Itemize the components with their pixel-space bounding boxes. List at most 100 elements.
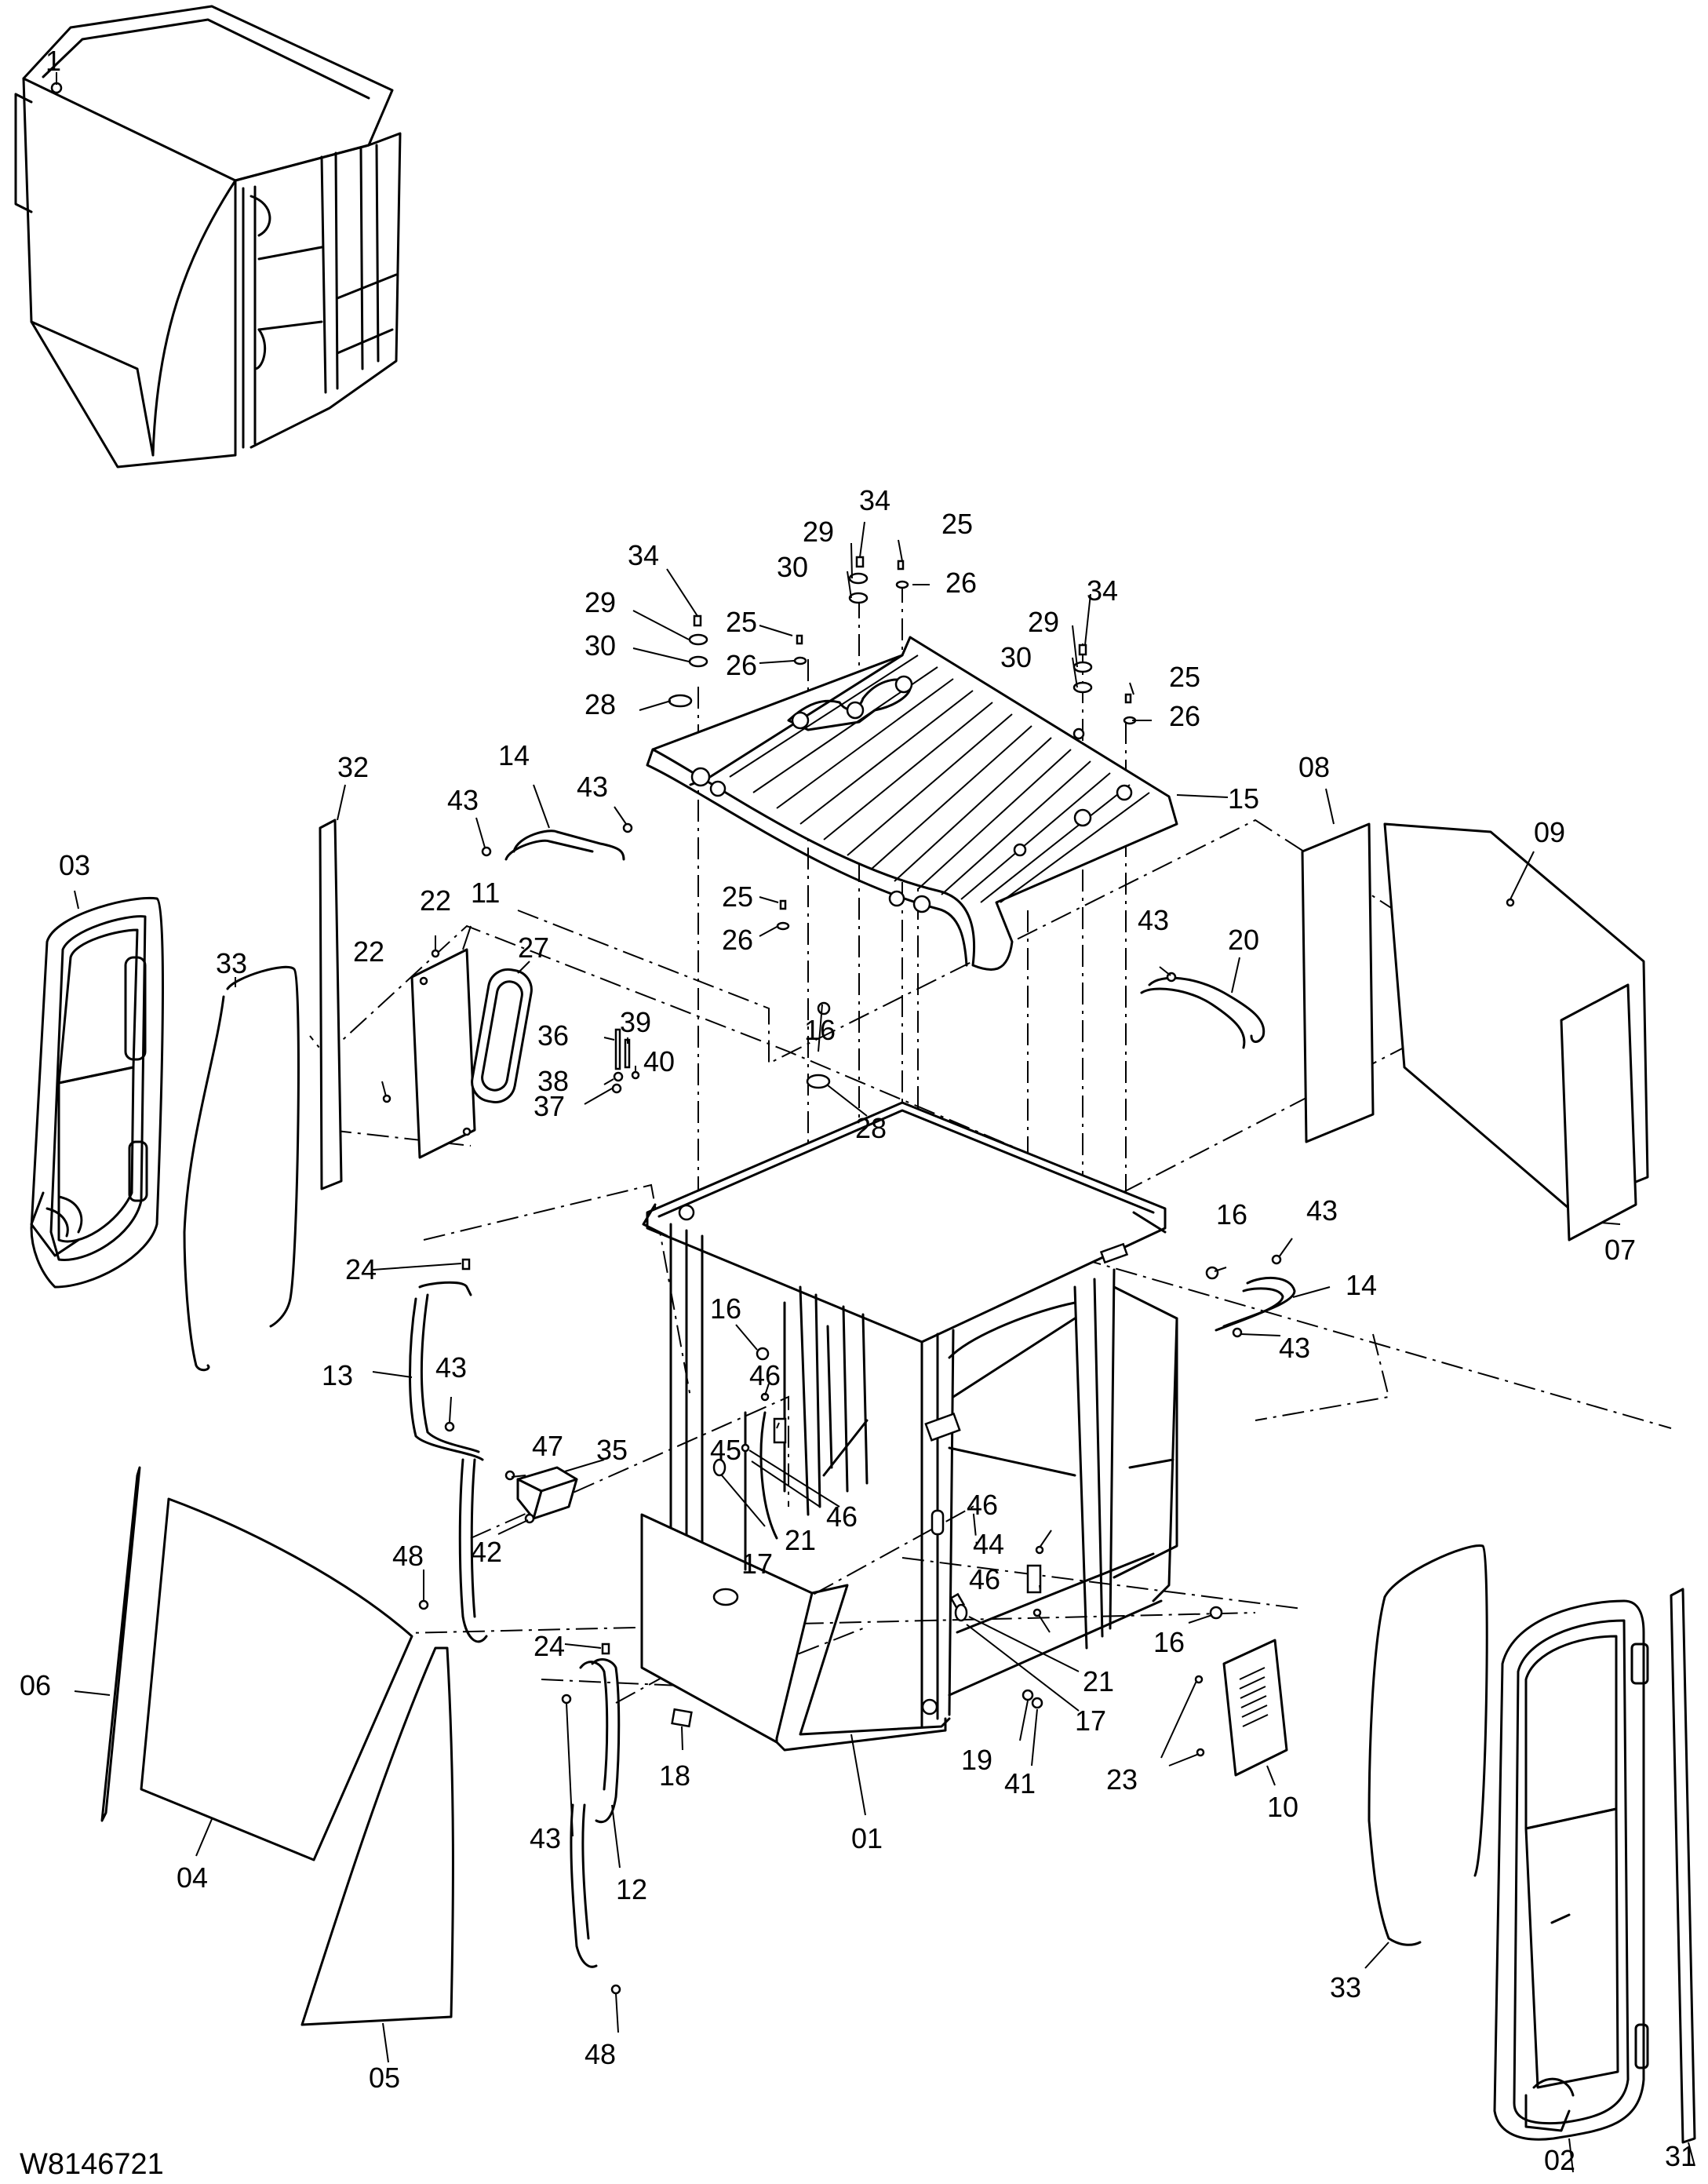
- callout-07: 07: [1604, 1234, 1636, 1266]
- callout-31: 31: [1665, 2140, 1696, 2172]
- callout-36: 36: [537, 1019, 569, 1052]
- callout-01: 01: [851, 1822, 883, 1854]
- callout-48a: 48: [392, 1540, 424, 1572]
- roof-panel-15: [646, 636, 1229, 971]
- callout-15: 15: [1228, 782, 1259, 815]
- door-seal-33-left: [183, 965, 300, 1372]
- callout-38: 38: [537, 1065, 569, 1097]
- callout-42: 42: [471, 1536, 502, 1568]
- callout-17a: 17: [741, 1548, 773, 1580]
- callout-29b: 29: [803, 516, 834, 548]
- callout-25d: 25: [722, 881, 753, 913]
- callout-18: 18: [659, 1759, 690, 1792]
- hardware-items: [382, 556, 1282, 1995]
- callout-29c: 29: [1028, 606, 1059, 638]
- callout-19: 19: [961, 1744, 992, 1776]
- callout-1: 1: [46, 45, 61, 77]
- callout-11: 11: [471, 877, 500, 909]
- callout-47: 47: [532, 1430, 563, 1462]
- callout-30b: 30: [777, 551, 808, 583]
- callout-43b: 43: [577, 771, 608, 803]
- callout-26c: 26: [1169, 700, 1200, 732]
- callout-46d: 46: [969, 1563, 1000, 1595]
- callout-39: 39: [620, 1006, 651, 1038]
- callout-46a: 46: [749, 1359, 781, 1391]
- callout-34c: 34: [1087, 574, 1118, 607]
- callout-24a: 24: [345, 1253, 377, 1285]
- callout-21b: 21: [1083, 1665, 1114, 1697]
- glass-05: [300, 1646, 454, 2063]
- callout-16b: 16: [710, 1293, 741, 1325]
- drawing-number: W8146721: [20, 2148, 164, 2181]
- callout-29a: 29: [585, 586, 616, 618]
- cab-inset-illustration: 1: [14, 5, 402, 469]
- cab-frame-01: [640, 1101, 1178, 1816]
- callout-32: 32: [337, 751, 369, 783]
- callout-25c: 25: [1169, 661, 1200, 693]
- seal-strip-32: [319, 784, 346, 1190]
- glass-04: [140, 1497, 413, 1861]
- callout-16a: 16: [804, 1014, 836, 1046]
- callout-27: 27: [518, 932, 549, 964]
- callout-30a: 30: [585, 629, 616, 662]
- handrail-14-upper: [504, 784, 625, 861]
- callout-02: 02: [1544, 2144, 1575, 2176]
- callout-12: 12: [616, 1873, 647, 1905]
- callout-22b: 22: [353, 935, 384, 968]
- callout-43d: 43: [1306, 1194, 1338, 1227]
- callout-35: 35: [596, 1434, 628, 1466]
- callout-40: 40: [643, 1045, 675, 1077]
- callout-23: 23: [1106, 1763, 1138, 1796]
- door-02: [1493, 1599, 1649, 2173]
- callout-44: 44: [973, 1528, 1004, 1560]
- glass-07: [1560, 983, 1637, 1241]
- seal-strip-31: [1670, 1588, 1696, 2167]
- callout-26a: 26: [945, 567, 977, 599]
- callout-21a: 21: [785, 1524, 816, 1556]
- door-seal-33-right: [1364, 1544, 1488, 1969]
- handrail-14-lower: [1215, 1276, 1331, 1332]
- callout-34b: 34: [859, 484, 890, 516]
- callout-05: 05: [369, 2062, 400, 2094]
- callout-45: 45: [710, 1434, 741, 1466]
- callout-14b: 14: [1346, 1269, 1377, 1301]
- callout-33b: 33: [1330, 1971, 1361, 2004]
- callout-14a: 14: [498, 739, 530, 771]
- box-35: [516, 1459, 605, 1520]
- callout-43a: 43: [447, 784, 479, 816]
- door-03: [30, 890, 164, 1289]
- callout-43e: 43: [1279, 1332, 1310, 1364]
- callout-labels: 01 02 03 04 05 06 07 08 09 10 11 12 13 1…: [20, 484, 1696, 2176]
- callout-43f: 43: [435, 1351, 467, 1384]
- callout-24b: 24: [534, 1630, 565, 1662]
- callout-03: 03: [59, 849, 90, 881]
- callout-16c: 16: [1216, 1198, 1247, 1231]
- callout-17b: 17: [1075, 1705, 1106, 1737]
- glass-08: [1301, 788, 1375, 1143]
- callout-04: 04: [177, 1861, 208, 1894]
- callout-43c: 43: [1138, 904, 1169, 936]
- callout-16d: 16: [1153, 1626, 1185, 1658]
- vent-cover-10: [1222, 1639, 1288, 1786]
- plate-11: [410, 925, 476, 1159]
- callout-37: 37: [534, 1090, 565, 1122]
- callout-26b: 26: [726, 649, 757, 681]
- callout-34a: 34: [628, 539, 659, 571]
- callout-48b: 48: [585, 2038, 616, 2070]
- glass-06: [74, 1466, 141, 1822]
- callout-10: 10: [1267, 1791, 1298, 1823]
- callout-28a: 28: [585, 688, 616, 720]
- callout-13: 13: [322, 1359, 353, 1391]
- callout-28b: 28: [855, 1112, 887, 1144]
- callout-26d: 26: [722, 924, 753, 956]
- callout-22a: 22: [420, 884, 451, 917]
- callout-25b: 25: [726, 606, 757, 638]
- callout-20: 20: [1228, 924, 1259, 956]
- window-frame-27: [471, 961, 533, 1103]
- callout-43g: 43: [530, 1822, 561, 1854]
- callout-46c: 46: [967, 1489, 998, 1521]
- callout-30c: 30: [1000, 641, 1032, 673]
- callout-09: 09: [1534, 816, 1565, 848]
- callout-06: 06: [20, 1669, 51, 1701]
